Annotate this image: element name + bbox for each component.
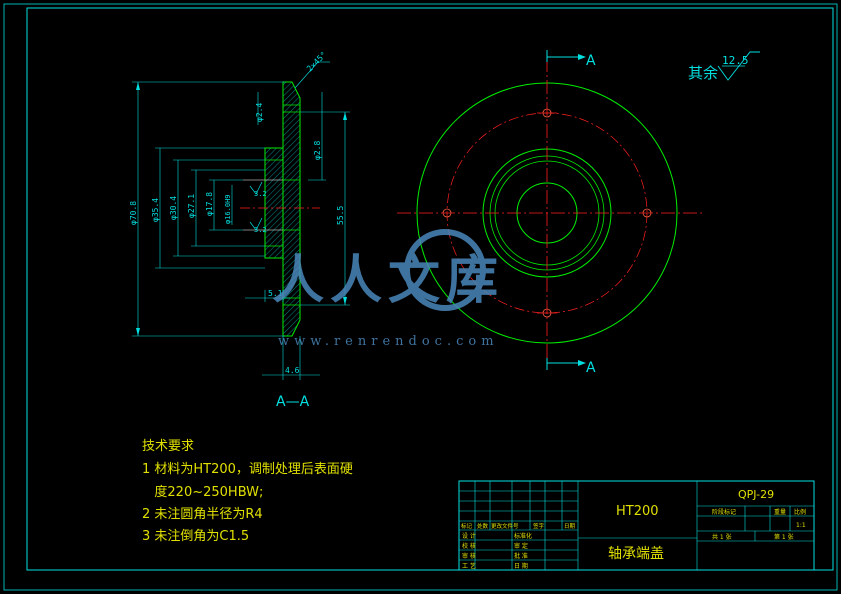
tb-sign-1: 校 核	[462, 542, 476, 550]
dim-d35-4: φ35.4	[151, 198, 160, 222]
tb-material: HT200	[616, 504, 659, 519]
section-view: φ70.8 φ35.4 φ30.4 φ27.1 φ17.8 φ16.0H9 φ2…	[129, 50, 350, 410]
title-block	[458, 480, 815, 571]
tb-row-label-4: 日期	[564, 523, 576, 530]
tech-requirements: 技术要求 1 材料为HT200，调制处理后表面硬 度220~250HBW; 2 …	[142, 439, 353, 544]
tb-col-stage: 阶段标记	[712, 508, 736, 516]
front-view: A A	[397, 50, 703, 376]
dim-d2-4: φ2.4	[255, 103, 264, 122]
watermark: 人人文库 www.renrendoc.com	[272, 229, 504, 349]
roughness-prefix: 其余	[688, 64, 718, 82]
dim-d2-8: φ2.8	[313, 141, 322, 160]
tb-sheet-total: 共 1 张	[712, 533, 732, 541]
tb-sign-r-0: 标准化	[514, 532, 532, 540]
inner-frame	[26, 7, 834, 571]
tb-col-scale: 比例	[794, 508, 806, 516]
cut-label-bottom: A	[586, 360, 596, 376]
watermark-logo-ring	[404, 229, 486, 311]
roughness-value: 12.5	[722, 54, 749, 67]
title-block-text: HT200 轴承端盖 QPJ-29 阶段标记 重量 比例 1:1 共 1 张 第…	[461, 488, 806, 570]
tb-sign-r-2: 批 准	[514, 552, 528, 560]
tb-drawing-number: QPJ-29	[738, 488, 774, 501]
dim-55-5: 55.5	[336, 206, 345, 225]
tb-row-label-3: 签字	[533, 522, 545, 530]
dim-4-6: 4.6	[285, 366, 300, 375]
tb-sheet-index: 第 1 张	[774, 533, 794, 541]
tech-title: 技术要求	[142, 439, 194, 454]
tb-col-weight: 重量	[774, 508, 786, 516]
tb-sign-2: 审 核	[462, 552, 476, 560]
dim-d30-4: φ30.4	[169, 196, 178, 220]
roughness-3-2-b: 3.2	[254, 226, 267, 234]
tb-scale: 1:1	[796, 522, 806, 529]
dim-d16: φ16.0H9	[224, 194, 232, 224]
watermark-url: www.renrendoc.com	[278, 334, 499, 349]
tb-row-label-2: 更改文件号	[491, 522, 519, 530]
tb-row-label-0: 标记	[461, 522, 473, 530]
tb-sign-0: 设 计	[462, 532, 476, 540]
tb-part-name: 轴承端盖	[608, 546, 664, 562]
cut-label-top: A	[586, 53, 596, 69]
tb-sign-3: 工 艺	[462, 562, 476, 570]
tb-row-label-1: 处数	[477, 522, 489, 530]
section-view-label: A—A	[276, 394, 310, 410]
dim-d17-8: φ17.8	[205, 192, 214, 216]
section-hub-hatch	[264, 147, 284, 259]
outer-frame	[3, 3, 838, 591]
roughness-3-2-a: 3.2	[254, 190, 267, 198]
tech-line-4: 3 未注倒角为C1.5	[142, 529, 249, 544]
tech-line-2: 度220~250HBW;	[142, 484, 263, 500]
roughness-note: 其余 12.5	[688, 51, 760, 82]
dim-d70-8: φ70.8	[129, 201, 138, 225]
watermark-text: 人人文库	[272, 250, 504, 311]
tech-line-3: 2 未注圆角半径为R4	[142, 507, 263, 522]
dim-5-1: 5.1	[268, 289, 283, 298]
tb-sign-r-1: 审 定	[514, 542, 528, 550]
tb-sign-r-3: 日 期	[514, 562, 528, 570]
tech-line-1: 1 材料为HT200，调制处理后表面硬	[142, 462, 353, 477]
dim-d27-1: φ27.1	[187, 194, 196, 218]
